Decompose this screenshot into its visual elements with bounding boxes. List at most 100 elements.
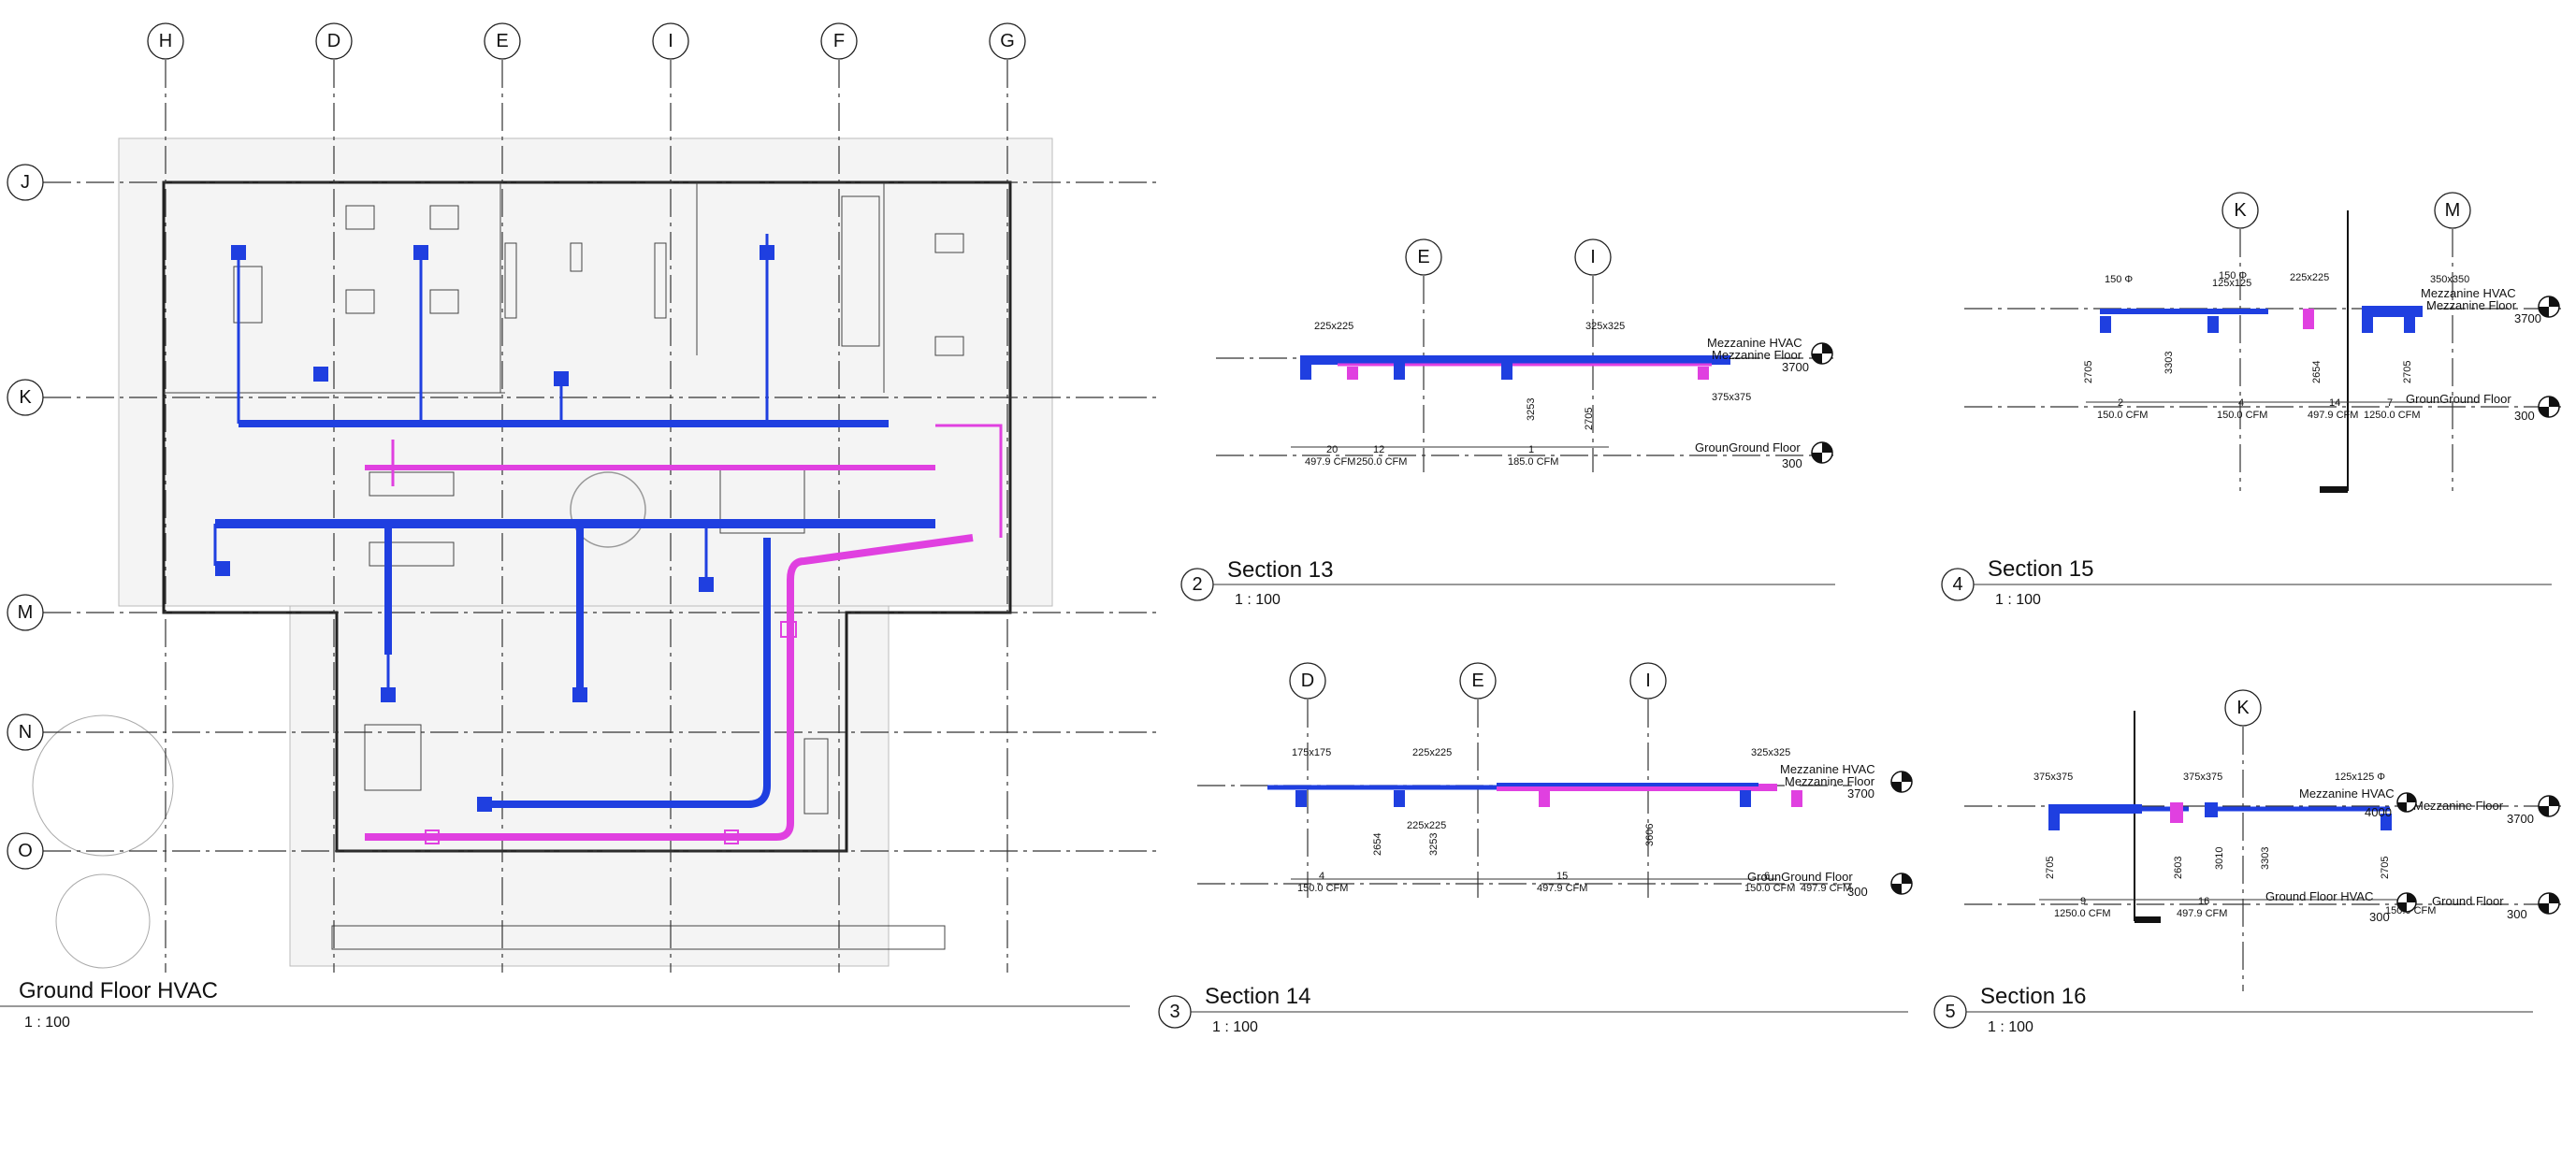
svg-text:E: E [496,31,508,51]
level-value: 300 [1847,885,1868,899]
dimension-label: 3253 [1428,833,1440,856]
level-value: 3700 [2514,311,2541,325]
slab-outline [118,137,1053,607]
return-grille [2170,802,2183,823]
level-marker-icon [2538,296,2560,318]
level-label: Mezzanine HVAC [2299,786,2395,801]
supply-diffuser [699,577,714,592]
return-grille [1698,367,1709,380]
airflow-count: 7 [2387,397,2393,409]
svg-text:O: O [18,841,33,861]
level-value: 300 [2507,907,2527,921]
level-value: 4000 [2365,805,2392,819]
grid-bubble-e: E [484,22,521,60]
dimension-label: 2705 [2402,361,2413,383]
dimension-label: 3606 [1644,824,1656,846]
duct-size-label: 225x225 [1314,321,1353,332]
dimension-label: 2603 [2173,857,2184,879]
dimension-label: 2705 [2045,857,2056,879]
level-label: Mezzanine Floor [2426,298,2517,312]
supply-diffuser [313,367,328,382]
duct-size-label: 150 Φ [2219,270,2247,281]
duct-size-label: 350x350 [2430,274,2469,285]
supply-diffuser [215,561,230,576]
grid-bubble-d: D [315,22,353,60]
level-value: 300 [1782,456,1802,470]
svg-text:H: H [159,31,172,51]
svg-text:J: J [21,172,30,193]
section-14-grid-i: I [1645,671,1651,691]
airflow-value: 150.0 CFM [2217,410,2267,421]
level-marker-icon [2538,396,2560,418]
level-value: 300 [2369,910,2390,924]
dimension-label: 3303 [2164,352,2175,374]
airflow-value: 497.9 CFM [2177,908,2227,919]
supply-diffuser [381,687,396,702]
dimension-label: 2654 [1372,833,1383,856]
dimension-label: 3010 [2214,847,2225,870]
return-grille [425,829,440,844]
grid-bubble-j: J [7,164,44,201]
airflow-count: 9 [2080,896,2086,907]
duct-size-label: 150 Φ [2105,274,2133,285]
supply-diffuser [2362,316,2373,333]
section-16-number: 5 [1945,1002,1955,1022]
airflow-value: 497.9 CFM [2308,410,2358,421]
grid-bubble-h: H [147,22,184,60]
dimension-label: 2654 [2311,361,2323,383]
section-14-scale: 1 : 100 [1212,1019,1258,1035]
supply-diffuser [2100,316,2111,333]
level-marker-icon [1890,771,1913,793]
level-label: Mezzanine Floor [1712,348,1802,362]
dimension-label: 3253 [1526,398,1537,421]
airflow-value: 150.0 CFM [1744,883,1795,894]
section-14-title: Section 14 [1205,984,1310,1009]
supply-diffuser [572,687,587,702]
duct-size-label: 225x225 [2290,272,2329,283]
supply-diffuser [760,245,774,260]
svg-text:D: D [327,31,340,51]
airflow-value: 150.0 CFM [1297,883,1348,894]
section-15-number: 4 [1952,574,1962,595]
section-13-scale: 1 : 100 [1235,592,1281,608]
level-marker-icon [2538,795,2560,817]
dimension-label: 2705 [1584,408,1595,430]
airflow-value: 250.0 CFM [1356,456,1407,468]
plan-grid-bubbles: H D E I F G J K M N O [7,22,1026,870]
section-14-number: 3 [1169,1002,1179,1022]
airflow-value: 497.9 CFM [1305,456,1355,468]
airflow-count: 16 [2198,896,2209,907]
supply-diffuser [2207,316,2219,333]
section-15-scale: 1 : 100 [1995,592,2041,608]
return-grille [1347,367,1358,380]
airflow-value: 1250.0 CFM [2364,410,2421,421]
supply-diffuser [2048,814,2060,830]
level-marker-icon [2396,892,2417,913]
supply-diffuser [1300,363,1311,380]
level-label: Ground Floor HVAC [2265,889,2373,903]
dimension-label: 2705 [2380,857,2391,879]
rotunda [570,471,646,548]
svg-text:G: G [1000,31,1015,51]
supply-diffuser [2381,814,2392,830]
section-16-scale: 1 : 100 [1988,1019,2033,1035]
section-15: K M 150 Φ 150 Φ 125x125 225x225 350x350 … [1941,192,2563,608]
duct-size-label: 375x375 [1712,392,1751,403]
ground-floor-plan: H D E I F G J K M N O [0,22,1160,1031]
section-14: D E I 175x175 225x225 225x225 325x325 26… [1158,662,1913,1035]
level-value: 3700 [1847,786,1874,801]
level-label: Mezzanine HVAC [2421,286,2516,300]
return-grille [2303,309,2314,329]
level-label: Ground Floor [2432,894,2504,908]
supply-diffuser [231,245,246,260]
level-marker-icon [1811,441,1833,464]
plan-title: Ground Floor HVAC [19,978,218,1003]
return-grilles [425,621,797,844]
duct-size-label: 125x125 Φ [2335,772,2385,783]
section-14-grid-e: E [1471,671,1483,691]
level-marker-icon [1890,873,1913,895]
svg-text:I: I [668,31,673,51]
section-13-title: Section 13 [1227,557,1333,583]
grid-bubble-i: I [652,22,689,60]
section-16: K 375x375 375x375 125x125 Φ 2705 2603 30… [1933,689,2563,1035]
